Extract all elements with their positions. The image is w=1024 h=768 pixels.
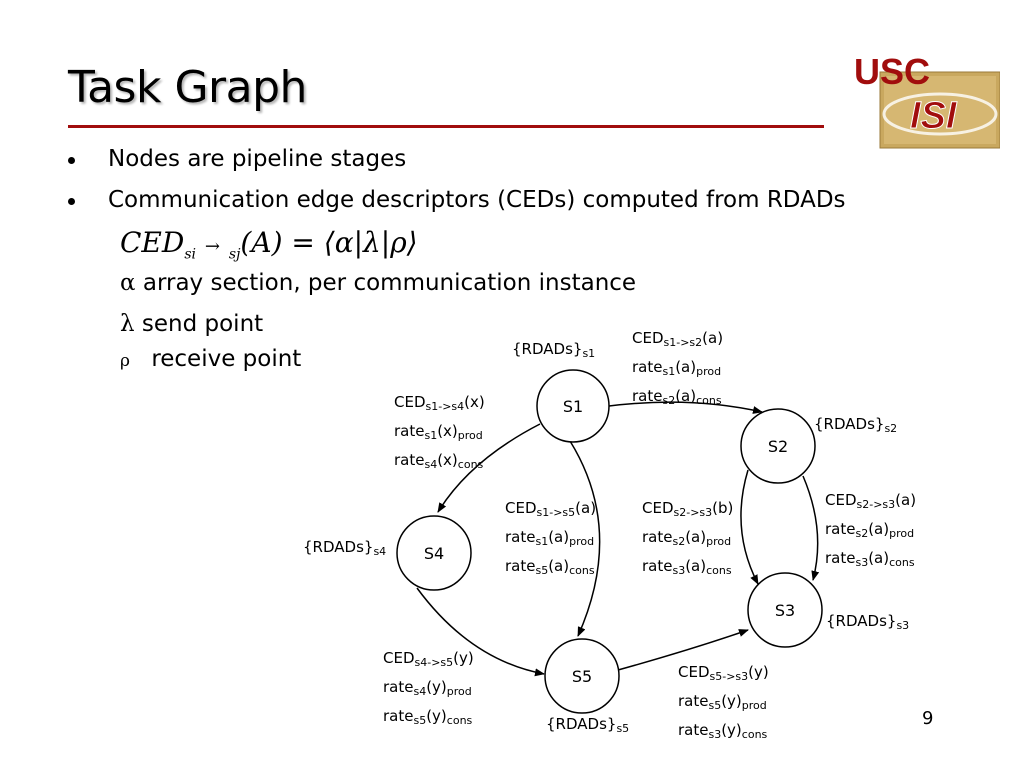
alpha-symbol: α [120, 270, 136, 296]
node-s4 [396, 515, 472, 591]
bullet-dot-icon [68, 198, 75, 205]
symbol-row-lambda: λ send point [120, 311, 263, 337]
node-s1 [536, 369, 610, 443]
edge-s2-s3-left [740, 469, 759, 585]
slide-title: Task Graph [68, 62, 307, 113]
node-s3-label: S3 [774, 601, 796, 620]
node-s2-label: S2 [767, 437, 789, 456]
node-s2 [740, 408, 816, 484]
edge-s1-s2 [608, 401, 763, 414]
edge-s4-s5 [416, 587, 545, 677]
rho-symbol: ρ [120, 351, 130, 371]
node-s3 [747, 572, 823, 648]
formula-sub-to: sj [228, 246, 241, 263]
symbol-row-alpha: α array section, per communication insta… [120, 270, 636, 296]
formula-arrow: → [204, 236, 220, 257]
ced-formula: CEDsi → sj(A) = ⟨α|λ|ρ⟩ [120, 226, 418, 263]
rdads-s5: {RDADs}s5 [546, 715, 630, 735]
rdads-s3: {RDADs}s3 [826, 612, 910, 632]
title-underline [68, 125, 824, 128]
bullet-dot-icon [68, 157, 75, 164]
lambda-desc: send point [141, 311, 264, 337]
rdads-s4: {RDADs}s4 [303, 538, 387, 558]
node-s5-label: S5 [571, 667, 593, 686]
edge-s1-s4 [437, 423, 541, 513]
node-s5 [544, 638, 620, 714]
formula-sub-from: si [184, 246, 196, 263]
bullet-text: Communication edge descriptors (CEDs) co… [108, 187, 846, 213]
logo-isi-text: ISI [910, 95, 958, 137]
edge-s5-s3 [617, 629, 749, 671]
edge-label-s1-s2: CEDs1->s2(a) rates1(a)prod rates2(a)cons [632, 329, 724, 407]
edge-label-s2-s3-right: CEDs2->s3(a) rates2(a)prod rates3(a)cons [825, 491, 917, 569]
page-number: 9 [922, 708, 934, 729]
formula-lhs: CED [120, 226, 185, 259]
node-s1-label: S1 [562, 397, 584, 416]
edge-label-s2-s3-left: CEDs2->s3(b) rates2(a)prod rates3(a)cons [642, 499, 734, 577]
logo-usc-text: USC [854, 51, 930, 92]
edge-label-s4-s5: CEDs4->s5(y) rates4(y)prod rates5(y)cons [383, 649, 474, 727]
alpha-desc: array section, per communication instanc… [142, 270, 637, 296]
edge-label-s1-s4: CEDs1->s4(x) rates1(x)prod rates4(x)cons [394, 393, 485, 471]
node-s4-label: S4 [423, 544, 445, 563]
edge-label-s5-s3: CEDs5->s3(y) rates5(y)prod rates3(y)cons [678, 663, 769, 741]
bullet-text: Nodes are pipeline stages [108, 146, 407, 172]
rdads-s1: {RDADs}s1 [512, 340, 596, 360]
formula-arg: (A) = [240, 226, 315, 259]
symbol-row-rho: ρ receive point [120, 346, 301, 372]
rho-desc: receive point [151, 346, 302, 372]
formula-rhs: ⟨α|λ|ρ⟩ [323, 226, 418, 259]
rdads-s2: {RDADs}s2 [814, 415, 898, 435]
edge-s2-s3-right [802, 475, 820, 581]
edge-label-s1-s5: CEDs1->s5(a) rates1(a)prod rates5(a)cons [505, 499, 597, 577]
edge-s1-s5 [569, 440, 601, 637]
lambda-symbol: λ [120, 311, 135, 337]
usc-isi-logo: USC ISI [854, 51, 1000, 149]
